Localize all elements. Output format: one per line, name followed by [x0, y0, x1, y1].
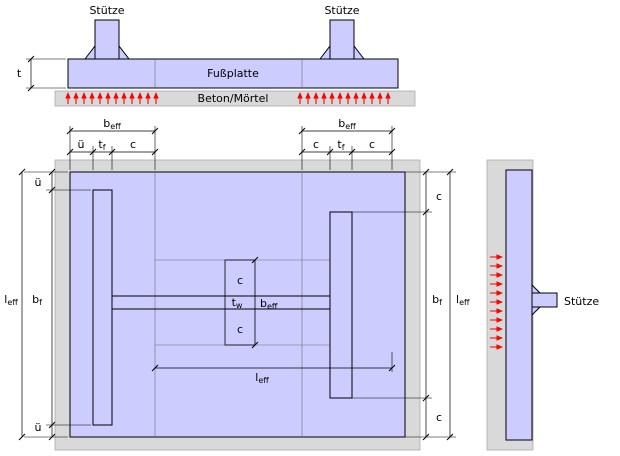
base-plate-elevation [67, 58, 399, 89]
base-plate-label: Fußplatte [207, 67, 259, 80]
flange-left-outline [92, 189, 113, 426]
column-haunch [83, 44, 96, 60]
dim-label-leff: leff [255, 371, 269, 385]
column-shaft-right [329, 19, 355, 60]
dim-label-c: c [237, 323, 243, 336]
bearing-arrows-left [65, 92, 159, 104]
elevation-view: Stütze Stütze Fußplatte t Beton/Mörtel [17, 4, 416, 107]
dim-label-c: c [130, 138, 136, 151]
dim-ticks [422, 168, 454, 441]
column-shaft-left [94, 19, 120, 60]
dim-ticks [27, 55, 35, 92]
up-arrow-shafts [299, 98, 389, 104]
web-detail-box [224, 259, 256, 346]
dim-label-beff: beff [338, 117, 356, 131]
dim-lines [425, 172, 451, 437]
column-haunch [118, 44, 131, 60]
left-dimensions: leff ü bf ü [4, 168, 91, 441]
up-arrow-heads [297, 92, 391, 99]
side-view: Stütze [486, 159, 599, 451]
column-label-right: Stütze [324, 4, 359, 17]
dim-label-c: c [313, 138, 319, 151]
dim-label-t: t [17, 67, 22, 80]
extension-lines [69, 126, 393, 170]
web-lines [112, 295, 330, 310]
dim-ticks [66, 127, 396, 135]
extension-lines-thickness [26, 58, 66, 89]
plate-divider-lines [154, 59, 303, 88]
base-plate-plan [69, 171, 406, 438]
dim-label-tf: tf [98, 138, 105, 152]
base-plate-side [505, 169, 533, 441]
column-haunch [353, 44, 366, 60]
mortar-label: Beton/Mörtel [198, 92, 269, 105]
up-arrow-shafts [67, 98, 157, 104]
dim-label-bf: bf [432, 293, 442, 307]
dim-label-tf: tf [337, 138, 344, 152]
dim-ticks [251, 256, 259, 349]
dim-label-beff: beff [260, 297, 278, 311]
dim-ticks [151, 364, 396, 372]
bearing-arrows-right [297, 92, 391, 104]
effective-zone-lines [154, 172, 330, 437]
top-dimensions: beff beff ü tf c c tf c [66, 117, 396, 170]
right-dimensions: c bf leff c [352, 168, 470, 441]
up-arrow-heads [65, 92, 159, 99]
dim-label-c: c [237, 274, 243, 287]
right-arrow-heads [496, 254, 503, 350]
column-label-side: Stütze [564, 295, 599, 308]
dim-label-ue: ü [35, 176, 42, 189]
dim-label-bf: bf [32, 293, 42, 307]
dim-label-ue: ü [78, 138, 85, 151]
dim-label-beff: beff [103, 117, 121, 131]
dim-label-ue: ü [35, 421, 42, 434]
dim-label-tw: tw [232, 296, 243, 310]
flange-right-outline [329, 211, 353, 399]
extension-lines [24, 171, 91, 438]
column-haunch [531, 283, 542, 294]
right-arrow-shafts [490, 256, 498, 348]
dim-label-c: c [436, 190, 442, 203]
extension-lines [352, 171, 456, 438]
dim-ticks [66, 148, 396, 156]
column-stub-side [531, 292, 558, 308]
bearing-arrows-side [490, 254, 503, 350]
plan-view: c tw c beff [54, 159, 421, 451]
column-haunch [531, 306, 542, 317]
dim-label-c: c [436, 411, 442, 424]
dim-label-leff: leff [456, 293, 470, 307]
dim-label-c: c [369, 138, 375, 151]
column-haunch [318, 44, 331, 60]
column-label-left: Stütze [89, 4, 124, 17]
bottom-dimension: leff [151, 352, 396, 385]
dim-lines [21, 172, 53, 437]
dim-ticks [18, 168, 56, 441]
dim-label-leff: leff [4, 293, 18, 307]
